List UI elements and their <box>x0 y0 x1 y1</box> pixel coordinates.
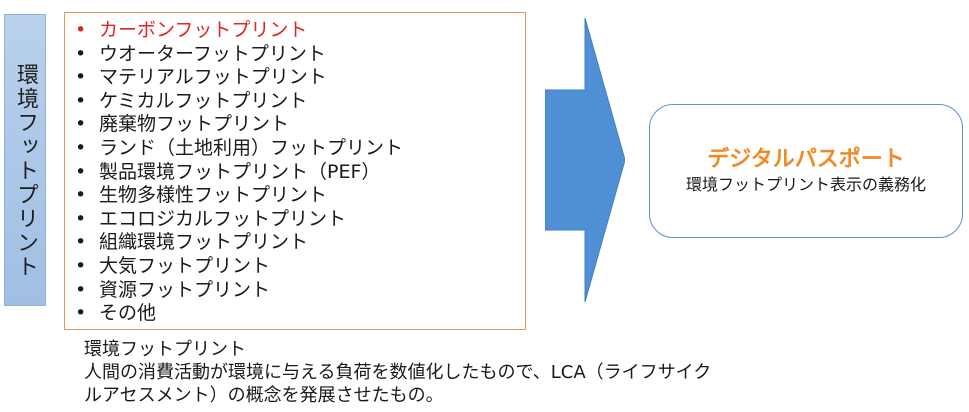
definition-line-2: ルアセスメント）の概念を発展させたもの。 <box>84 385 444 406</box>
passport-title: デジタルパスポート <box>707 147 905 172</box>
digital-passport-box: デジタルパスポート 環境フットプリント表示の義務化 <box>649 104 963 238</box>
list-item-resource: • 資源フットプリント <box>73 279 525 303</box>
list-item-label: 組織環境フットプリント <box>99 231 309 254</box>
list-item-label: 生物多様性フットプリント <box>99 184 328 207</box>
bullet-icon: • <box>75 302 87 325</box>
list-item-label: 資源フットプリント <box>99 278 271 301</box>
bullet-icon: • <box>75 207 87 230</box>
bullet-icon: • <box>75 42 87 65</box>
right-arrow-icon <box>545 18 625 302</box>
bullet-icon: • <box>75 113 87 136</box>
list-item-organization: • 組織環境フットプリント <box>73 231 525 255</box>
list-item-label: マテリアルフットプリント <box>99 66 327 89</box>
list-item-label: 廃棄物フットプリント <box>99 113 290 136</box>
bullet-icon: • <box>75 278 87 301</box>
side-label-box: 環境フットプリント <box>4 14 46 306</box>
list-item-label: ランド（土地利用）フットプリント <box>99 136 404 159</box>
list-item-water: • ウオーターフットプリント <box>73 43 525 67</box>
bullet-icon: • <box>75 89 87 112</box>
side-label-text: 環境フットプリント <box>13 63 38 279</box>
list-item-material: • マテリアルフットプリント <box>73 66 525 90</box>
list-item-pef: • 製品環境フットプリント（PEF） <box>73 161 525 185</box>
bullet-icon: • <box>75 19 87 41</box>
list-item-land: • ランド（土地利用）フットプリント <box>73 137 525 161</box>
definition-term: 環境フットプリント <box>84 339 246 360</box>
list-item-air: • 大気フットプリント <box>73 255 525 279</box>
list-item-label: 製品環境フットプリント（PEF） <box>99 160 381 183</box>
list-item-carbon: • カーボンフットプリント <box>73 19 525 43</box>
list-item-other: • その他 <box>73 302 525 326</box>
bullet-icon: • <box>75 254 87 277</box>
bullet-icon: • <box>75 136 87 159</box>
arrow-shape <box>545 18 625 302</box>
list-item-label: ウオーターフットプリント <box>99 42 326 65</box>
definition-line-1: 人間の消費活動が環境に与える負荷を数値化したもので、LCA（ライフサイク <box>84 362 712 383</box>
footprint-list: • カーボンフットプリント • ウオーターフットプリント • マテリアルフットプリント… <box>65 13 525 326</box>
list-item-chemical: • ケミカルフットプリント <box>73 90 525 114</box>
bullet-icon: • <box>75 160 87 183</box>
list-item-waste: • 廃棄物フットプリント <box>73 113 525 137</box>
bullet-icon: • <box>75 184 87 207</box>
list-item-label: エコロジカルフットプリント <box>99 207 347 230</box>
list-item-label: その他 <box>99 302 157 325</box>
list-item-label: ケミカルフットプリント <box>99 89 308 112</box>
list-item-biodiversity: • 生物多様性フットプリント <box>73 184 525 208</box>
list-item-label: 大気フットプリント <box>99 254 271 277</box>
footprint-list-box: • カーボンフットプリント • ウオーターフットプリント • マテリアルフットプリント… <box>64 12 526 330</box>
bullet-icon: • <box>75 66 87 89</box>
list-item-label: カーボンフットプリント <box>99 19 308 41</box>
bullet-icon: • <box>75 231 87 254</box>
list-item-ecological: • エコロジカルフットプリント <box>73 208 525 232</box>
definition-block: 環境フットプリント 人間の消費活動が環境に与える負荷を数値化したもので、LCA（… <box>84 338 711 407</box>
passport-subtitle: 環境フットプリント表示の義務化 <box>685 175 926 194</box>
